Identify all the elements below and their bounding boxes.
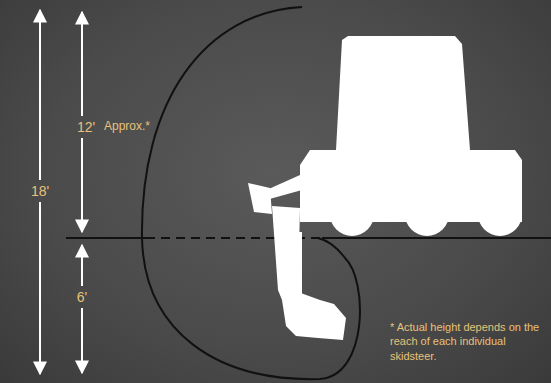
dimension-label: 6'	[77, 289, 87, 305]
skidsteer-silhouette	[248, 36, 522, 340]
approx-note: Approx.*	[104, 120, 150, 134]
dimension-label: 18'	[31, 183, 49, 199]
ground-line	[66, 238, 551, 239]
dimension-label: 12'	[77, 119, 95, 135]
footnote: * Actual height depends on the reach of …	[390, 320, 540, 363]
